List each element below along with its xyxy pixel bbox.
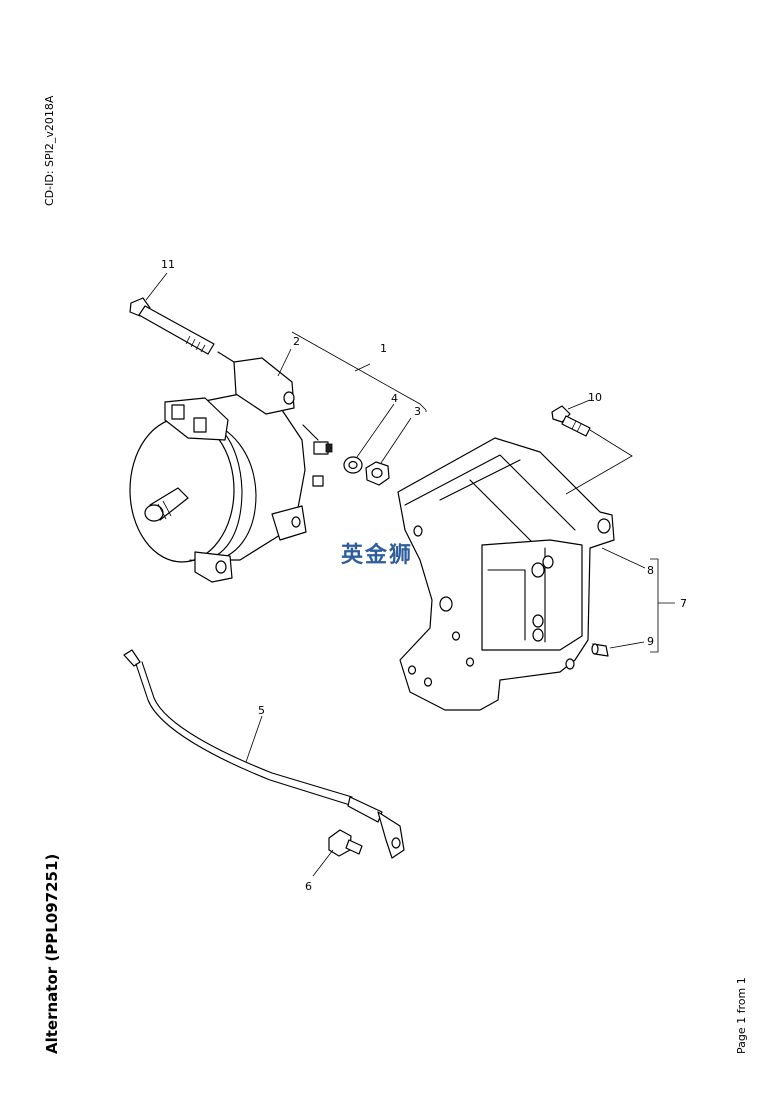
part-1-alternator xyxy=(129,357,333,583)
part-9-dowel xyxy=(591,643,609,657)
part-7-bracket xyxy=(397,437,615,711)
part-10-bolt xyxy=(551,405,591,437)
callout-2: 2 xyxy=(293,335,300,348)
callout-labels: 1 2 3 4 5 6 7 8 9 10 11 xyxy=(161,258,687,893)
callout-11: 11 xyxy=(161,258,175,271)
callout-8: 8 xyxy=(647,564,654,577)
callout-7: 7 xyxy=(680,597,687,610)
watermark-logo: 英金狮 xyxy=(341,543,414,568)
callout-1: 1 xyxy=(380,342,387,355)
callout-4: 4 xyxy=(391,392,398,405)
callout-10: 10 xyxy=(588,391,602,404)
part-4-washer xyxy=(343,456,363,474)
part-3-nut xyxy=(365,461,390,486)
callout-6: 6 xyxy=(305,880,312,893)
part-11-bolt xyxy=(129,297,235,363)
callout-3: 3 xyxy=(414,405,421,418)
part-6-bolt xyxy=(328,829,363,857)
callout-5: 5 xyxy=(258,704,265,717)
part-5-cable xyxy=(123,649,405,859)
callout-9: 9 xyxy=(647,635,654,648)
leader-lines xyxy=(145,272,675,877)
